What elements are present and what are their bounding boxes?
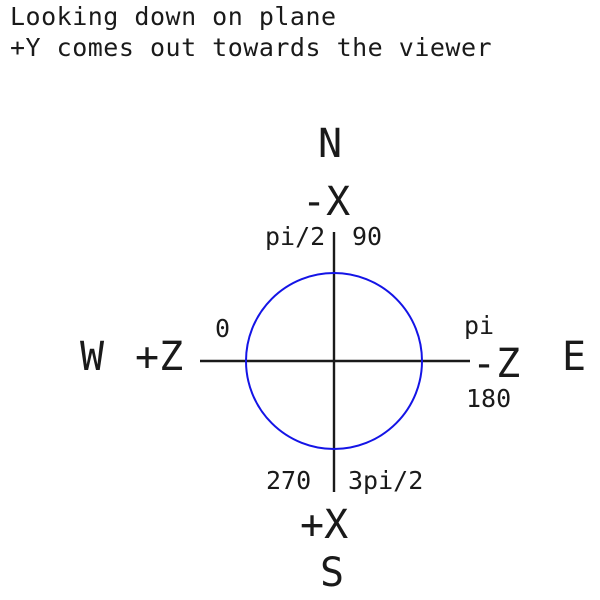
- axis-label-negative-z: -Z: [472, 341, 521, 387]
- compass-label-west: W: [80, 334, 105, 380]
- angle-label-right-radians: pi: [464, 311, 495, 340]
- angle-label-top-radians: pi/2: [265, 222, 326, 251]
- axis-label-positive-z: +Z: [135, 334, 184, 380]
- angle-label-right-degrees: 180: [466, 384, 512, 413]
- compass-label-south: S: [320, 550, 345, 596]
- compass-label-east: E: [562, 334, 587, 380]
- header-line-1: Looking down on plane: [10, 2, 337, 31]
- unit-circle: [245, 272, 423, 450]
- header-line-2: +Y comes out towards the viewer: [10, 33, 493, 62]
- axis-label-positive-x: +X: [300, 502, 349, 548]
- angle-label-bottom-degrees: 270: [266, 466, 312, 495]
- compass-label-north: N: [318, 121, 343, 167]
- axis-label-negative-x: -X: [302, 179, 351, 225]
- angle-label-left-value: 0: [215, 314, 231, 343]
- angle-label-bottom-radians: 3pi/2: [348, 466, 424, 495]
- angle-label-top-degrees: 90: [352, 222, 383, 251]
